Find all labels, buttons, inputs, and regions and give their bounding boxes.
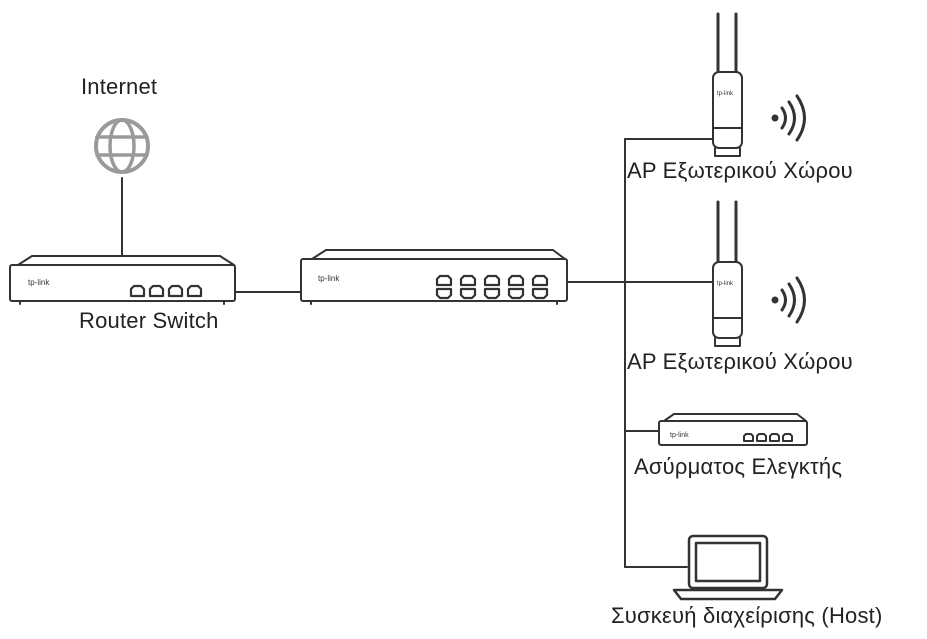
device-logos: tp-link tp-link tp-link tp-link tp-link (28, 91, 734, 439)
ap-top-antennas (716, 12, 738, 76)
router-switch-label: Router Switch (79, 308, 219, 333)
ap-bottom-antennas (716, 200, 738, 266)
laptop-icon (672, 534, 784, 601)
ap-top-logo: tp-link (717, 91, 734, 97)
router-switch-device (9, 255, 236, 305)
router-logo: tp-link (28, 278, 50, 287)
controller-ports (743, 433, 793, 442)
switch-device (300, 249, 568, 305)
wifi-signal-icon (771, 94, 806, 142)
controller-logo: tp-link (670, 432, 689, 439)
internet-label: Internet (81, 74, 158, 99)
connections (121, 138, 716, 568)
wireless-controller-label: Ασύρματος Ελεγκτής (634, 454, 843, 479)
switch-logo: tp-link (318, 274, 340, 283)
outdoor-ap-top-device (712, 12, 743, 157)
host-label: Συσκευή διαχείρισης (Host) (611, 603, 883, 628)
wifi-signal-icon (771, 276, 806, 324)
ap-bottom-logo: tp-link (717, 281, 734, 287)
ap-bottom-label: AP Εξωτερικού Χώρου (627, 349, 853, 374)
ap-top-label: AP Εξωτερικού Χώρου (627, 158, 853, 183)
outdoor-ap-bottom-device (712, 200, 743, 347)
router-ports (129, 284, 203, 298)
switch-ports (435, 274, 549, 300)
globe-icon (94, 118, 150, 174)
wireless-controller-device (658, 413, 808, 446)
